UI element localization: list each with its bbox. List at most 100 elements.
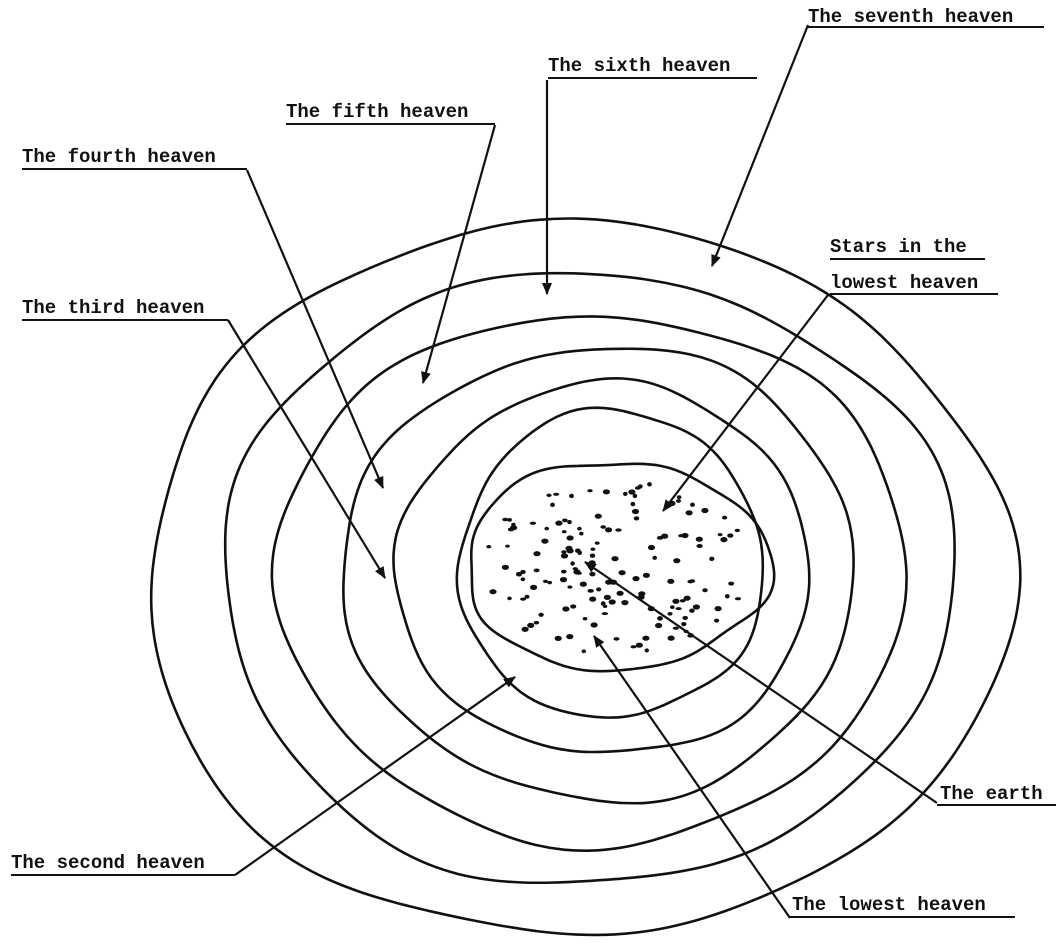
star-dot [681, 533, 688, 538]
leader-third-heaven [228, 320, 385, 578]
label-stars-line1: Stars in the [830, 236, 967, 258]
star-dot [668, 636, 675, 641]
star-dot [530, 522, 536, 525]
star-dot [605, 527, 612, 532]
star-dot [603, 489, 610, 494]
star-dot [718, 533, 723, 536]
star-dot [693, 604, 700, 609]
ring-lowest-heaven [471, 464, 774, 671]
star-dot [565, 546, 572, 551]
star-dot [609, 599, 616, 604]
star-dot [560, 577, 567, 582]
star-dot [623, 492, 628, 496]
star-dot [543, 580, 548, 583]
label-sixth-heaven: The sixth heaven [548, 55, 730, 77]
star-dot [611, 556, 618, 561]
labels: The seventh heaven The sixth heaven The … [11, 6, 1056, 917]
star-dot [567, 535, 574, 540]
star-dot [544, 527, 549, 531]
star-dot [562, 530, 567, 533]
star-dot [735, 529, 740, 532]
star-dot [725, 594, 730, 598]
star-dot [562, 606, 569, 611]
star-dot [507, 597, 512, 601]
star-dot [686, 510, 693, 515]
star-dot [587, 489, 592, 492]
star-dot [582, 649, 587, 653]
star-dot [555, 636, 562, 641]
star-dot [681, 622, 686, 626]
star-dot [550, 503, 555, 507]
star-dot [714, 619, 719, 623]
star-dot [534, 569, 540, 573]
star-dot [502, 518, 508, 522]
star-dot [600, 525, 606, 528]
star-dot [676, 499, 681, 503]
stars-dots [486, 482, 741, 653]
star-dot [590, 548, 595, 551]
star-dot [589, 597, 596, 602]
star-dot [583, 617, 588, 620]
star-dot [533, 551, 540, 556]
star-dot [690, 503, 695, 507]
star-dot [567, 520, 572, 524]
star-dot [657, 536, 663, 540]
leader-lines [228, 25, 937, 918]
label-stars-line2: lowest heaven [830, 272, 978, 294]
star-dot [541, 539, 548, 544]
leader-fifth-heaven [423, 125, 495, 383]
star-dot [652, 556, 657, 560]
star-dot [546, 494, 551, 497]
star-dot [673, 627, 679, 630]
star-dot [553, 493, 559, 496]
star-dot [680, 599, 686, 602]
star-dot [632, 509, 639, 514]
ring-fourth-heaven [343, 349, 853, 803]
star-dot [573, 567, 578, 570]
star-dot [631, 502, 636, 506]
star-dot [595, 514, 602, 519]
star-dot [621, 600, 628, 605]
star-dot [489, 589, 496, 594]
star-dot [702, 588, 707, 592]
ring-third-heaven [393, 378, 809, 752]
star-dot [614, 637, 620, 641]
star-dot [590, 554, 595, 558]
star-dot [676, 607, 682, 610]
concentric-rings [151, 219, 1020, 935]
star-dot [570, 561, 575, 565]
label-the-earth: The earth [940, 783, 1043, 805]
leader-lowest-heaven [594, 636, 790, 918]
star-dot [602, 612, 608, 615]
star-dot [643, 573, 650, 578]
star-dot [538, 613, 543, 617]
star-dot [579, 532, 583, 536]
star-dot [689, 579, 695, 582]
star-dot [547, 581, 552, 584]
star-dot [588, 589, 594, 593]
star-dot [502, 565, 509, 570]
star-dot [508, 528, 514, 532]
star-dot [673, 558, 680, 563]
star-dot [735, 597, 741, 600]
star-dot [638, 591, 645, 596]
star-dot [720, 537, 727, 542]
star-dot [670, 605, 675, 609]
star-dot [727, 533, 733, 537]
star-dot [657, 616, 663, 621]
star-dot [636, 643, 643, 648]
star-dot [516, 572, 522, 577]
leader-stars [663, 295, 828, 511]
label-fifth-heaven: The fifth heaven [286, 101, 468, 123]
label-seventh-heaven: The seventh heaven [808, 6, 1013, 28]
star-dot [701, 508, 708, 513]
ring-fifth-heaven [272, 316, 907, 850]
leader-fourth-heaven [247, 170, 383, 488]
star-dot [530, 585, 537, 590]
star-dot [561, 570, 567, 574]
star-dot [633, 494, 638, 498]
label-lowest-heaven: The lowest heaven [792, 894, 986, 916]
star-dot [619, 570, 626, 575]
star-dot [615, 528, 621, 531]
